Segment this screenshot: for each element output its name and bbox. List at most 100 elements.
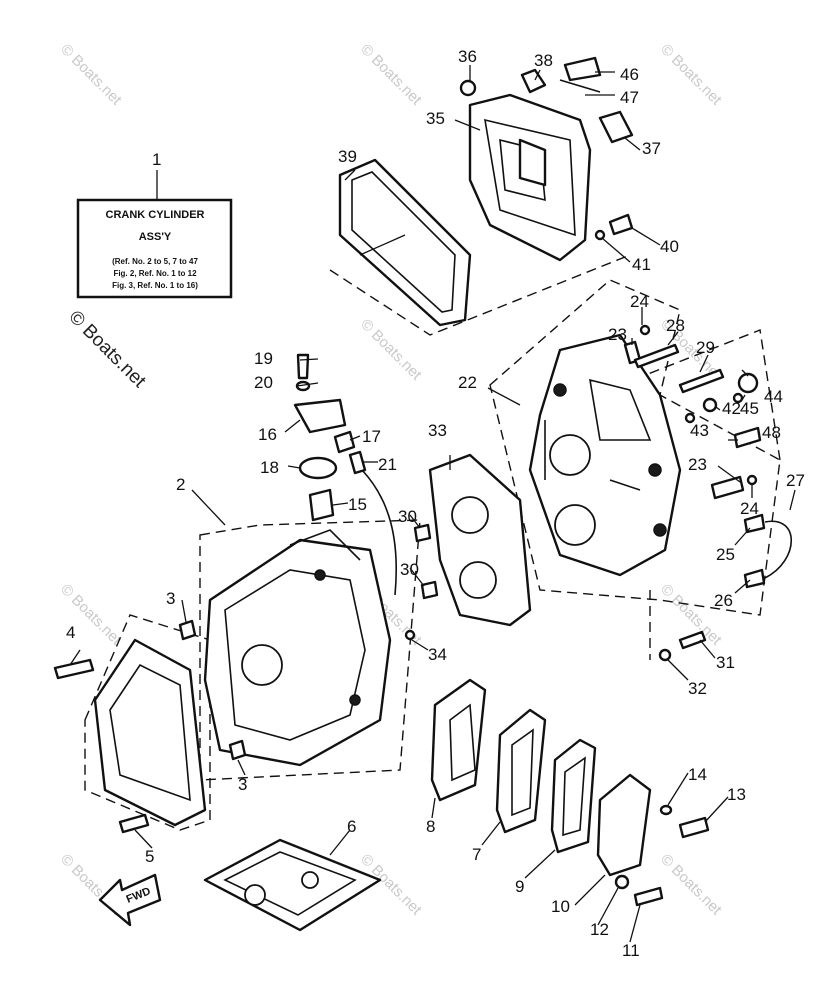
callout: 23 xyxy=(608,325,627,344)
gasket-8 xyxy=(430,678,487,802)
part-43 xyxy=(684,412,696,424)
callout: 42 xyxy=(722,399,741,418)
callout: 25 xyxy=(716,545,735,564)
ring-24b xyxy=(746,474,758,486)
callout: 24 xyxy=(740,499,759,518)
watermark-prominent: © Boats.net xyxy=(64,307,150,393)
callout: 34 xyxy=(428,645,447,664)
callout: 45 xyxy=(740,399,759,418)
callout: 32 xyxy=(688,679,707,698)
cylinder-head xyxy=(528,333,682,577)
thermostat-15 xyxy=(308,488,335,522)
assembly-outlines xyxy=(84,254,781,831)
base-gasket xyxy=(203,838,382,932)
plate-stack xyxy=(430,678,652,877)
callout: 33 xyxy=(428,421,447,440)
callout: 1 xyxy=(152,150,161,169)
exhaust-cover xyxy=(53,638,207,834)
callout: 30 xyxy=(400,560,419,579)
callout: 8 xyxy=(426,817,435,836)
label-ref-line: (Ref. No. 2 to 5, 7 to 47 xyxy=(112,257,198,266)
callout: 44 xyxy=(764,387,783,406)
part-42 xyxy=(702,397,718,413)
callout: 28 xyxy=(666,316,685,335)
assembly-label-box: CRANK CYLINDER ASS'Y (Ref. No. 2 to 5, 7… xyxy=(76,170,233,299)
callout: 16 xyxy=(258,425,277,444)
nut-36 xyxy=(459,79,477,97)
callout: 7 xyxy=(472,845,481,864)
part-45 xyxy=(732,392,744,404)
bolt-28 xyxy=(633,343,680,369)
callout: 30 xyxy=(398,507,417,526)
callout: 6 xyxy=(347,817,356,836)
gasket-18 xyxy=(298,456,338,480)
callout: 12 xyxy=(590,920,609,939)
callout: 23 xyxy=(688,455,707,474)
cover-10 xyxy=(596,773,652,877)
callout: 14 xyxy=(688,765,707,784)
thermostat-group xyxy=(293,353,398,596)
cylinder-head-cover xyxy=(459,56,634,262)
callout-labels: 1 2 3 3 4 5 6 7 8 9 10 11 12 13 14 15 16… xyxy=(66,47,805,960)
washer-12 xyxy=(614,874,630,890)
callout: 40 xyxy=(660,237,679,256)
bolt-40 xyxy=(608,213,634,236)
callout: 37 xyxy=(642,139,661,158)
callout: 19 xyxy=(254,349,273,368)
dowel-pins xyxy=(178,523,439,761)
cover-gasket xyxy=(338,158,472,327)
callout: 46 xyxy=(620,65,639,84)
ring-24 xyxy=(639,324,651,336)
callout: 35 xyxy=(426,109,445,128)
callout: 5 xyxy=(145,847,154,866)
callout: 17 xyxy=(362,427,381,446)
cover-16 xyxy=(293,398,347,434)
elbow-25 xyxy=(743,513,766,534)
callout: 21 xyxy=(378,455,397,474)
plug-23b xyxy=(710,475,745,500)
callout: 9 xyxy=(515,877,524,896)
callout: 11 xyxy=(622,941,640,960)
bolt-4 xyxy=(53,658,95,680)
callout: 20 xyxy=(254,373,273,392)
callout: 2 xyxy=(176,475,185,494)
head-gasket xyxy=(428,453,532,627)
callout: 22 xyxy=(458,373,477,392)
callout: 48 xyxy=(762,423,781,442)
gasket-9 xyxy=(550,738,597,854)
bolt-13 xyxy=(678,816,710,839)
washer-41 xyxy=(594,229,606,241)
watermark: © Boats.net xyxy=(57,41,125,109)
watermark: © Boats.net xyxy=(657,41,725,109)
callout: 26 xyxy=(714,591,733,610)
label-subtitle: ASS'Y xyxy=(139,231,172,243)
sensor-48 xyxy=(733,426,762,449)
callout: 3 xyxy=(238,775,247,794)
fitting-38 xyxy=(520,68,547,94)
cap-46 xyxy=(563,56,602,82)
forward-arrow: FWD xyxy=(98,873,162,927)
callout: 24 xyxy=(630,292,649,311)
bolt-5 xyxy=(118,813,150,834)
callout: 31 xyxy=(716,653,735,672)
fitting-17 xyxy=(333,430,356,454)
callout: 41 xyxy=(632,255,651,274)
callout: 43 xyxy=(690,421,709,440)
washer-14 xyxy=(659,804,673,816)
callout: 15 xyxy=(348,495,367,514)
bolt-19 xyxy=(296,353,310,380)
callout: 29 xyxy=(696,338,715,357)
leader-lines xyxy=(69,65,796,943)
washer-32 xyxy=(658,648,672,662)
callout: 36 xyxy=(458,47,477,66)
callout: 39 xyxy=(338,147,357,166)
callout: 38 xyxy=(534,51,553,70)
bolt-11 xyxy=(633,886,664,907)
callout: 27 xyxy=(786,471,805,490)
label-title: CRANK CYLINDER xyxy=(106,209,205,221)
callout: 3 xyxy=(166,589,175,608)
bolt-31 xyxy=(678,630,707,650)
callout: 4 xyxy=(66,623,75,642)
hose-21 xyxy=(348,450,367,475)
